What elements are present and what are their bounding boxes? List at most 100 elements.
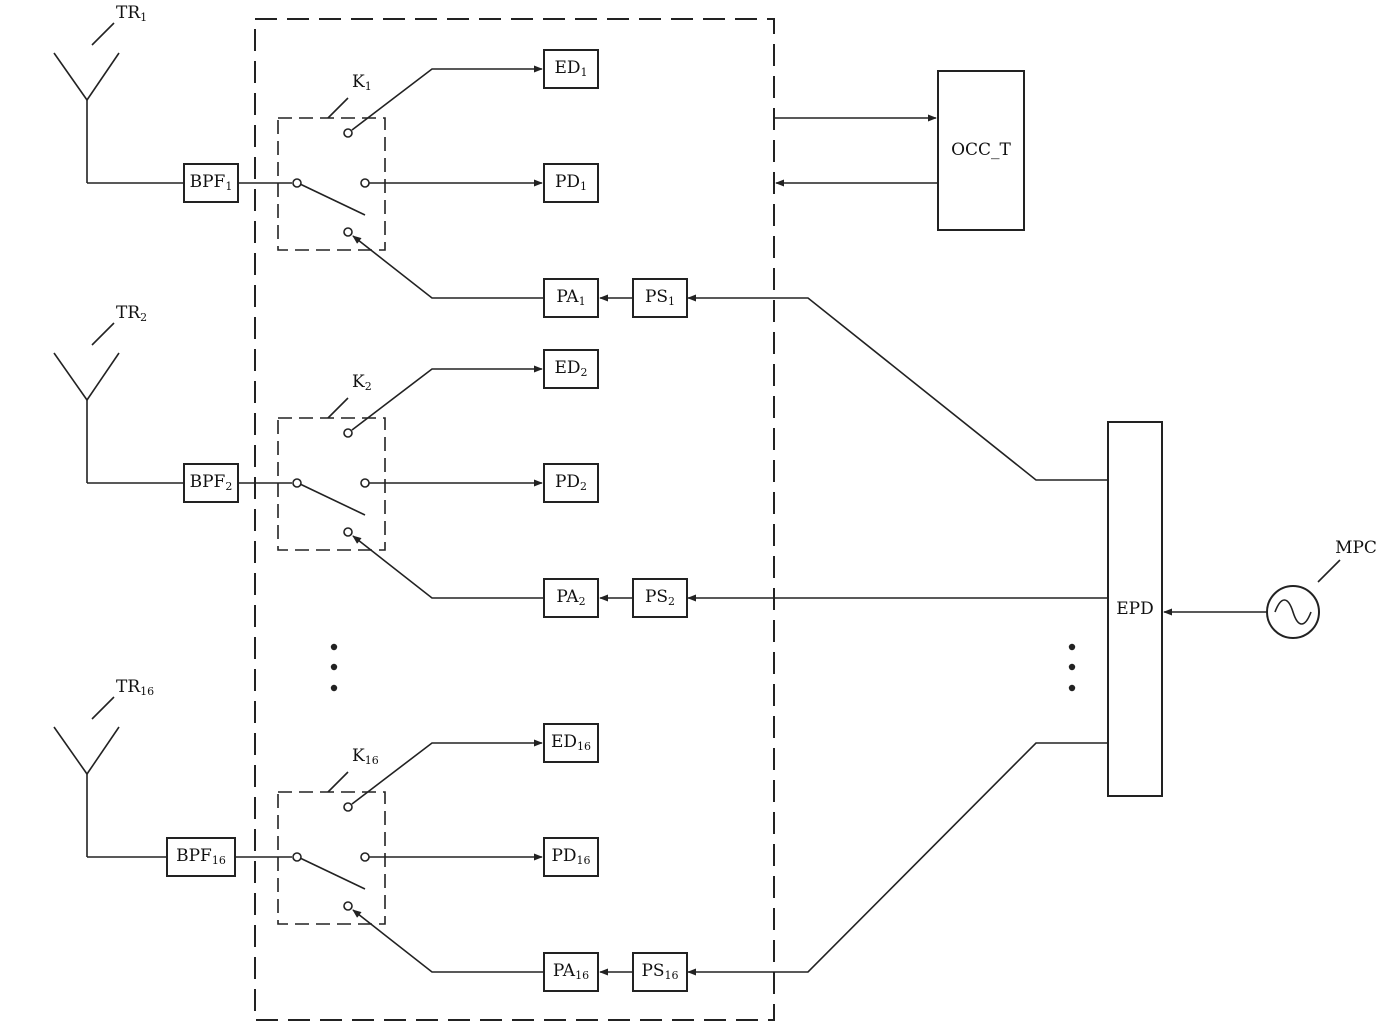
pa-label-3-base: PA	[553, 961, 576, 981]
pa-label-1: PA1	[556, 287, 585, 308]
occ-block: OCC_T	[937, 70, 1025, 231]
switch-arm-3	[299, 857, 366, 890]
ps-label-2-sub: 2	[668, 595, 675, 608]
pa-to-switch-3	[352, 909, 544, 973]
antenna-label-3: TR16	[116, 677, 154, 698]
epd-label: EPD	[1116, 599, 1153, 619]
pa-block-3: PA16	[543, 952, 599, 992]
ed-label-1-sub: 1	[581, 66, 588, 79]
ed-block-2: ED2	[543, 349, 599, 389]
switch-3: K16	[277, 746, 386, 925]
switch-to-ed-1	[351, 65, 543, 131]
ps-label-1-sub: 1	[668, 295, 675, 308]
bpf-3: BPF16	[166, 837, 236, 877]
switch-label-2: K2	[352, 372, 372, 393]
switch-label-1-sub: 1	[365, 80, 372, 93]
bpf-label-3: BPF16	[176, 846, 226, 867]
pd-label-1-base: PD	[555, 172, 580, 192]
epd-block: EPD	[1107, 421, 1163, 797]
module-enclosure	[254, 18, 775, 1021]
antenna-1: TR1	[53, 3, 147, 183]
ps-block-2: PS2	[632, 578, 688, 618]
antenna-label-2-sub: 2	[140, 311, 147, 324]
switch-arm-1	[299, 183, 366, 216]
ed-block-3: ED16	[543, 723, 599, 763]
bpf-label-3-sub: 16	[212, 854, 226, 867]
switch-1: K1	[277, 72, 386, 251]
bpf-label-1-sub: 1	[225, 180, 232, 193]
ps-label-1-base: PS	[645, 287, 668, 307]
sine-wave-icon	[1274, 599, 1312, 625]
ps-label-2-base: PS	[645, 587, 668, 607]
pd-label-1-sub: 1	[580, 180, 587, 193]
antenna-label-1-sub: 1	[140, 11, 147, 24]
switch-to-ed-3	[351, 739, 543, 805]
pd-label-2: PD2	[555, 472, 587, 493]
switch-label-3-base: K	[352, 746, 365, 766]
switch-to-ed-2	[351, 365, 543, 431]
antenna-label-3-sub: 16	[140, 685, 154, 698]
switch-label-1-base: K	[352, 72, 365, 92]
epd-to-ps1-wire	[687, 294, 1108, 481]
pa-label-3: PA16	[553, 961, 589, 982]
bpf-label-3-base: BPF	[176, 846, 212, 866]
ed-label-2-base: ED	[554, 358, 580, 378]
pa-label-2: PA2	[556, 587, 585, 608]
bpf-label-2-base: BPF	[190, 472, 226, 492]
antenna-2: TR2	[53, 303, 147, 483]
ed-label-1-base: ED	[554, 58, 580, 78]
ps-block-3: PS16	[632, 952, 688, 992]
switch-arm-2	[299, 483, 366, 516]
ps-label-3: PS16	[641, 961, 678, 982]
antenna-label-1: TR1	[116, 3, 147, 24]
pa-label-2-base: PA	[556, 587, 579, 607]
pa-label-3-sub: 16	[575, 969, 589, 982]
switch-label-3: K16	[352, 746, 379, 767]
mpc-label: MPC	[1335, 538, 1377, 558]
ellipsis-left	[330, 643, 338, 692]
pd-block-3: PD16	[543, 837, 599, 877]
pa-to-switch-2	[352, 535, 544, 599]
pa-block-2: PA2	[543, 578, 599, 618]
antenna-label-3-base: TR	[116, 677, 141, 697]
ps-label-2: PS2	[645, 587, 675, 608]
pa-label-1-base: PA	[556, 287, 579, 307]
pd-label-3-base: PD	[551, 846, 576, 866]
bpf-label-1-base: BPF	[190, 172, 226, 192]
bpf-label-2: BPF2	[190, 472, 233, 493]
ps-block-1: PS1	[632, 278, 688, 318]
pd-label-2-base: PD	[555, 472, 580, 492]
mpc-source: MPC	[1266, 538, 1377, 639]
switch-label-2-sub: 2	[365, 380, 372, 393]
ed-label-3: ED16	[551, 732, 591, 753]
ed-block-1: ED1	[543, 49, 599, 89]
occ-label: OCC_T	[951, 140, 1011, 160]
pa-block-1: PA1	[543, 278, 599, 318]
switch-2: K2	[277, 372, 386, 551]
antenna-label-2: TR2	[116, 303, 147, 324]
pd-label-2-sub: 2	[580, 480, 587, 493]
bpf-label-2-sub: 2	[225, 480, 232, 493]
ed-label-3-base: ED	[551, 732, 577, 752]
ps-label-3-sub: 16	[665, 969, 679, 982]
pd-label-3-sub: 16	[577, 854, 591, 867]
ed-label-2-sub: 2	[581, 366, 588, 379]
ed-label-1: ED1	[554, 58, 587, 79]
antenna-label-2-base: TR	[116, 303, 141, 323]
pa-label-1-sub: 1	[579, 295, 586, 308]
switch-label-2-base: K	[352, 372, 365, 392]
antenna-label-1-base: TR	[116, 3, 141, 23]
epd-to-ps16-wire	[687, 742, 1108, 976]
bpf-label-1: BPF1	[190, 172, 233, 193]
ps-label-3-base: PS	[641, 961, 664, 981]
ps-label-1: PS1	[645, 287, 675, 308]
ellipsis-right	[1068, 643, 1076, 692]
ed-label-3-sub: 16	[577, 740, 591, 753]
antenna-3: TR16	[53, 677, 154, 857]
pd-block-1: PD1	[543, 163, 599, 203]
pa-to-switch-1	[352, 235, 544, 299]
